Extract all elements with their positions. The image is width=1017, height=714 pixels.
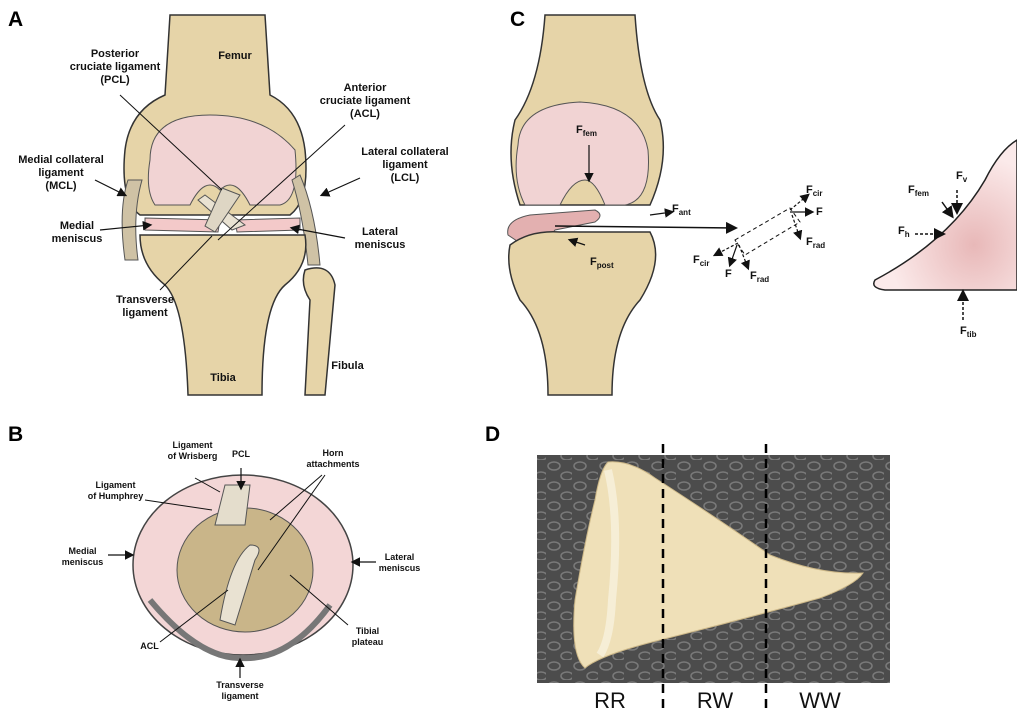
label-femur: Femur <box>205 50 265 63</box>
panel-label-b: B <box>8 423 23 447</box>
mcl <box>122 180 142 260</box>
label-acl: Anterior cruciate ligament (ACL) <box>300 82 430 121</box>
tibia-side <box>509 232 656 395</box>
label-horn-attachments: Horn attachments <box>298 448 368 470</box>
label-tibial-plateau: Tibial plateau <box>340 626 395 648</box>
panel-c-drawing <box>508 15 1017 395</box>
zone-label-rr: RR <box>570 688 650 714</box>
force-f-rad-bottom: Frad <box>750 270 769 284</box>
panel-label-a: A <box>8 8 23 32</box>
label-pcl: Posterior cruciate ligament (PCL) <box>50 48 180 87</box>
label-transverse-ligament-a: Transverse ligament <box>105 294 185 320</box>
fibula-bone <box>303 268 335 395</box>
force-f-fem: Ffem <box>576 124 597 138</box>
zone-label-rw: RW <box>675 688 755 714</box>
force-f-cir-top: Fcir <box>806 184 823 198</box>
panel-d-photo <box>537 444 890 713</box>
wedge-force-f-fem: Ffem <box>908 184 929 198</box>
wedge-force-f-tib: Ftib <box>960 325 977 339</box>
meniscus-wedge <box>874 140 1017 290</box>
label-transverse-ligament-b: Transverse ligament <box>200 680 280 702</box>
label-medial-meniscus-a: Medial meniscus <box>42 220 112 246</box>
force-f-cir-bottom: Fcir <box>693 254 710 268</box>
wedge-force-f-h: Fh <box>898 225 910 239</box>
label-medial-meniscus-b: Medial meniscus <box>55 546 110 568</box>
wedge-force-f-v: Fv <box>956 170 967 184</box>
label-tibia: Tibia <box>198 372 248 385</box>
label-lateral-meniscus-b: Lateral meniscus <box>372 552 427 574</box>
label-lcl: Lateral collateral ligament (LCL) <box>345 146 465 185</box>
force-f-rad-top: Frad <box>806 236 825 250</box>
label-acl-b: ACL <box>132 640 167 653</box>
panel-label-c: C <box>510 8 525 32</box>
label-pcl-b: PCL <box>226 448 256 461</box>
zone-label-ww: WW <box>780 688 860 714</box>
force-f-ant: Fant <box>672 203 691 217</box>
label-lateral-meniscus-a: Lateral meniscus <box>340 226 420 252</box>
label-fibula: Fibula <box>320 360 375 373</box>
label-lig-humphrey: Ligament of Humphrey <box>78 480 153 502</box>
force-f-post: Fpost <box>590 256 614 270</box>
panel-label-d: D <box>485 423 500 447</box>
force-f-bottom: F <box>725 268 732 282</box>
label-lig-wrisberg: Ligament of Wrisberg <box>155 440 230 462</box>
label-mcl: Medial collateral ligament (MCL) <box>6 154 116 193</box>
force-f-top: F <box>816 206 823 220</box>
